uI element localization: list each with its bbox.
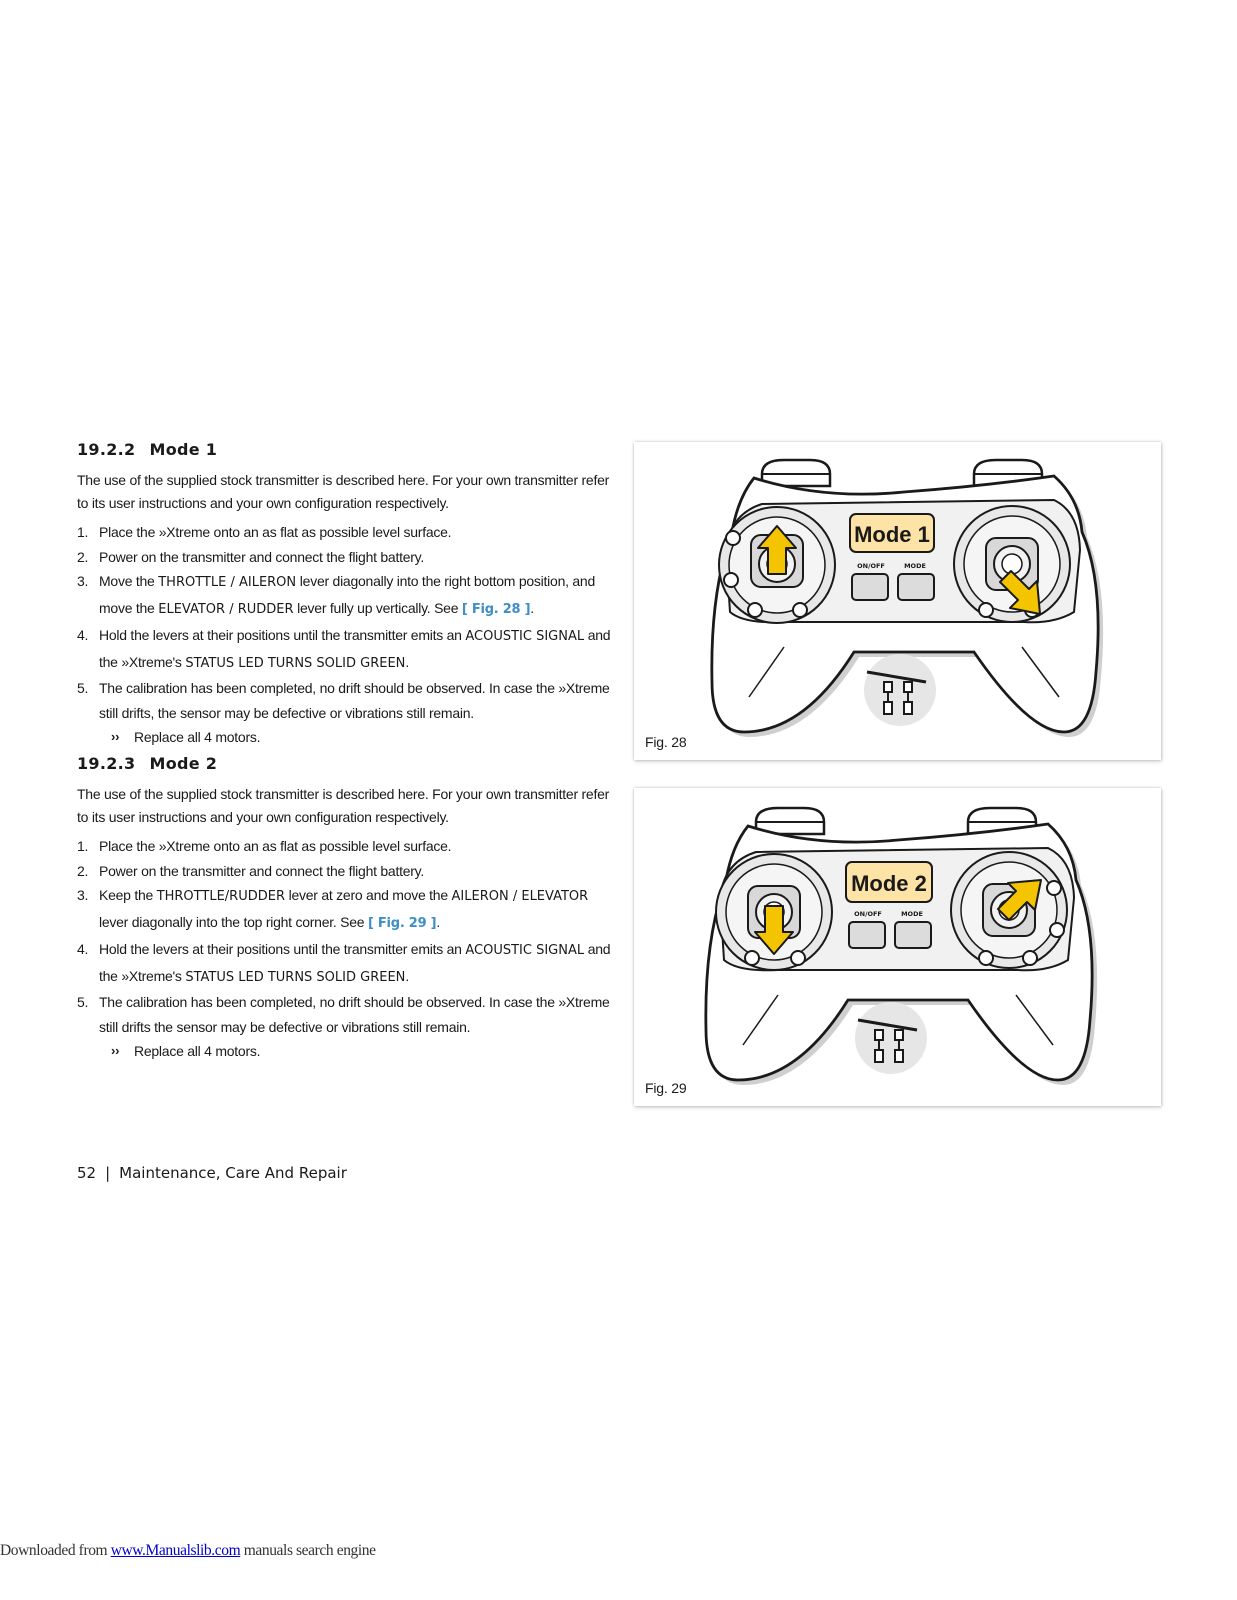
page-footer: 52|Maintenance, Care And Repair <box>77 1164 347 1182</box>
list-item: 5.The calibration has been completed, no… <box>77 680 610 721</box>
list-item: 1.Place the »Xtreme onto an as flat as p… <box>77 838 452 854</box>
arrow-down-icon <box>754 905 794 955</box>
on-off-button <box>848 921 886 949</box>
list-item: 2.Power on the transmitter and connect t… <box>77 862 425 879</box>
chapter-title: Maintenance, Care And Repair <box>119 1164 347 1182</box>
on-off-label: ON/OFF <box>854 910 882 918</box>
figure-28: Mode 1 ON/OFF MODE Fig. 28 <box>634 442 1161 760</box>
figure-29: Mode 2 ON/OFF MODE Fig. 29 <box>634 788 1161 1106</box>
steps-list: 1.Place the »Xtreme onto an as flat as p… <box>77 834 617 1040</box>
mode-button <box>897 573 935 601</box>
list-item: 5.The calibration has been completed, no… <box>77 994 610 1035</box>
intro-paragraph: The use of the supplied stock transmitte… <box>77 786 610 825</box>
mode-button <box>894 921 932 949</box>
steps-list: 1.Place the »Xtreme onto an as flat as p… <box>77 520 617 726</box>
chevron-icon: ›› <box>111 728 120 744</box>
list-item: 4.Hold the levers at their positions unt… <box>77 940 611 985</box>
substep: ››Replace all 4 motors. <box>77 726 617 748</box>
transmitter-mode1-illustration: Mode 1 ON/OFF MODE <box>710 458 1104 737</box>
mode-badge <box>845 861 933 903</box>
download-banner: Downloaded from www.Manualslib.com manua… <box>0 1542 376 1559</box>
list-item: 3.Keep the THROTTLE/RUDDER lever at zero… <box>77 887 589 932</box>
arrow-up-right-icon <box>997 879 1042 921</box>
figure-link[interactable]: [ Fig. 28 ] <box>461 602 531 618</box>
mode-badge <box>849 513 935 553</box>
figure-caption: Fig. 28 <box>645 734 687 750</box>
on-off-button <box>851 573 889 601</box>
substep: ››Replace all 4 motors. <box>77 1040 617 1062</box>
figure-link[interactable]: [ Fig. 29 ] <box>367 916 437 932</box>
mode-label: MODE <box>901 910 923 918</box>
mode-badge-label: Mode 2 <box>851 871 927 896</box>
figure-caption: Fig. 29 <box>645 1080 687 1096</box>
drone-icon <box>855 1002 927 1074</box>
arrow-down-right-icon <box>999 570 1041 615</box>
list-item: 4.Hold the levers at their positions unt… <box>77 626 611 671</box>
list-item: 1.Place the »Xtreme onto an as flat as p… <box>77 524 452 540</box>
page-number: 52 <box>77 1164 97 1182</box>
transmitter-mode2-illustration: Mode 2 ON/OFF MODE <box>704 806 1098 1085</box>
mode-label: MODE <box>904 562 926 570</box>
arrow-up-icon <box>757 525 797 575</box>
list-item: 3.Move the THROTTLE / AILERON lever diag… <box>77 573 595 618</box>
manualslib-link[interactable]: www.Manualslib.com <box>110 1542 241 1559</box>
list-item: 2.Power on the transmitter and connect t… <box>77 548 425 565</box>
right-stick <box>953 505 1071 623</box>
intro-paragraph: The use of the supplied stock transmitte… <box>77 472 610 511</box>
drone-icon <box>864 654 936 726</box>
mode-badge-label: Mode 1 <box>854 522 930 547</box>
chevron-icon: ›› <box>111 1042 120 1058</box>
on-off-label: ON/OFF <box>857 562 885 570</box>
